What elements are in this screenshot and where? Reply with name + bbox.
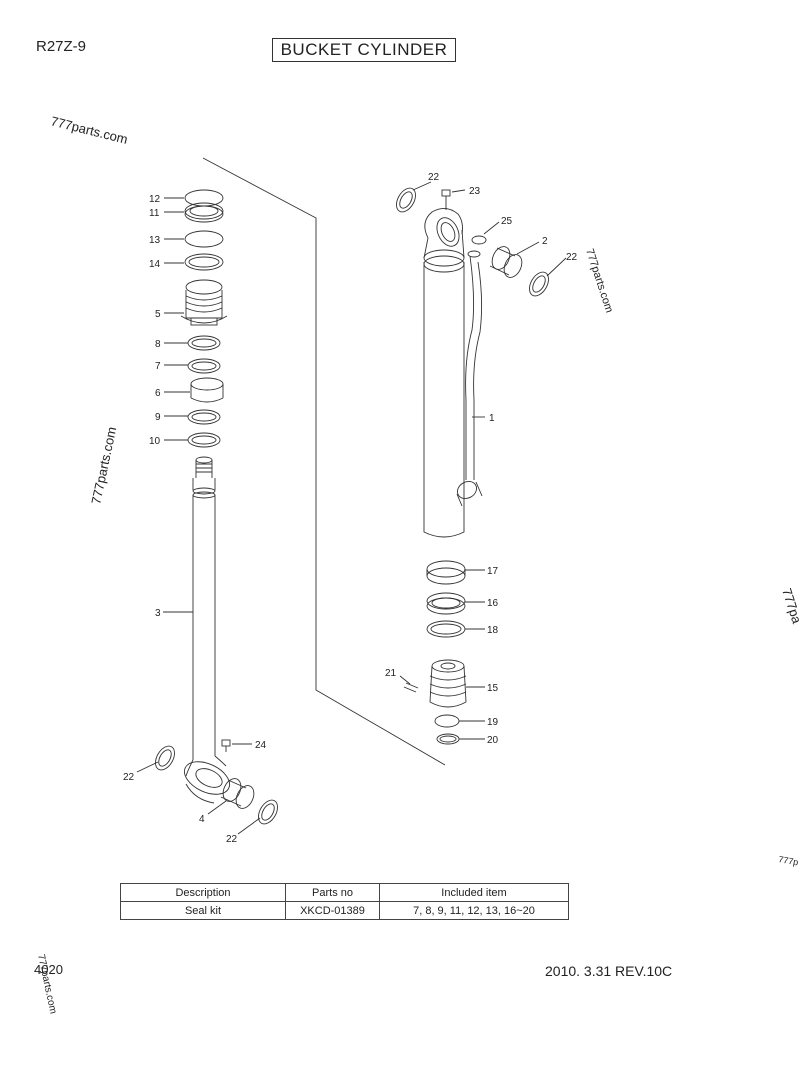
part-17-wear-ring	[426, 560, 466, 585]
part-24-grease-nipple	[221, 739, 231, 752]
watermark-left-middle: 777parts.com	[88, 425, 119, 505]
callout-11: 11	[149, 208, 160, 219]
callout-4: 4	[199, 814, 205, 825]
table-row: Seal kit XKCD-01389 7, 8, 9, 11, 12, 13,…	[120, 901, 569, 920]
callout-15: 15	[487, 683, 499, 694]
callout-18: 18	[487, 625, 499, 636]
part-22-dust-seal-tube-a	[396, 187, 416, 213]
part-19-cushion-ring	[434, 714, 460, 728]
callout-3: 3	[155, 608, 161, 619]
part-22-dust-seal-tube-b	[529, 271, 549, 297]
callout-12: 12	[149, 194, 161, 205]
callout-5: 5	[155, 309, 161, 320]
callout-22-rod-b: 22	[226, 834, 238, 845]
part-13-ring	[184, 230, 224, 248]
seal-kit-table: Description Parts no Included item Seal …	[120, 883, 569, 920]
callout-1: 1	[489, 413, 495, 424]
part-15-piston	[429, 659, 467, 708]
cell-description: Seal kit	[120, 901, 286, 920]
callout-10: 10	[149, 436, 161, 447]
callout-19: 19	[487, 717, 499, 728]
column-header-description: Description	[120, 883, 286, 902]
callout-7: 7	[155, 361, 161, 372]
part-10-ring	[187, 432, 221, 448]
callout-9: 9	[155, 412, 161, 423]
model-code: R27Z-9	[36, 38, 87, 55]
callout-25: 25	[501, 216, 513, 227]
part-21-set-screw	[403, 682, 419, 693]
callout-24: 24	[255, 740, 267, 751]
callout-8: 8	[155, 339, 161, 350]
watermark-right-lower: 777p	[778, 854, 799, 867]
part-8-ring	[187, 335, 221, 351]
part-23-grease-nipple	[441, 189, 451, 210]
diagram-title: BUCKET CYLINDER	[272, 38, 456, 62]
part-5-gland	[180, 279, 228, 326]
part-9-ring	[187, 409, 221, 425]
part-3-piston-rod	[184, 456, 230, 804]
column-header-included-item: Included item	[379, 883, 569, 902]
part-6-bushing	[190, 377, 224, 403]
callout-22-tube-b: 22	[566, 252, 578, 263]
part-12-dust-wiper	[184, 189, 224, 207]
assembly-guide-line	[202, 157, 446, 766]
callout-14: 14	[149, 259, 161, 270]
callout-20: 20	[487, 735, 499, 746]
part-4-pin-bushing	[220, 778, 255, 809]
watermark-right-upper: 777parts.com	[583, 247, 615, 314]
revision-date: 2010. 3.31 REV.10C	[545, 963, 673, 979]
callout-16: 16	[487, 598, 499, 609]
part-22-dust-seal-rod-b	[258, 799, 278, 825]
watermark-top-left: 777parts.com	[49, 113, 129, 147]
watermark-right-edge: 777pa	[779, 586, 800, 626]
callout-22-rod-a: 22	[123, 772, 135, 783]
callout-6: 6	[155, 388, 161, 399]
callout-21: 21	[385, 668, 397, 679]
page-number: 4020	[34, 962, 63, 977]
part-11-ring	[184, 202, 224, 223]
callout-17: 17	[487, 566, 499, 577]
cell-parts-no: XKCD-01389	[285, 901, 380, 920]
column-header-parts-no: Parts no	[285, 883, 380, 902]
leader-lines	[136, 181, 567, 835]
part-25-grease-nipple	[471, 235, 487, 245]
table-header-row: Description Parts no Included item	[120, 883, 569, 902]
cell-included-item: 7, 8, 9, 11, 12, 13, 16~20	[379, 901, 569, 920]
part-18-wear-ring	[426, 620, 466, 638]
part-2-pin-bushing	[489, 246, 523, 278]
part-16-piston-seal	[426, 592, 466, 615]
callout-23: 23	[469, 186, 481, 197]
part-7-ring	[187, 358, 221, 374]
callout-13: 13	[149, 235, 161, 246]
part-1-cylinder-tube	[423, 208, 483, 538]
callout-2: 2	[542, 236, 548, 247]
part-20-nut	[436, 733, 460, 745]
part-14-ring	[184, 253, 224, 271]
callout-22-tube-a: 22	[428, 172, 440, 183]
part-22-dust-seal-rod-a	[155, 745, 175, 771]
